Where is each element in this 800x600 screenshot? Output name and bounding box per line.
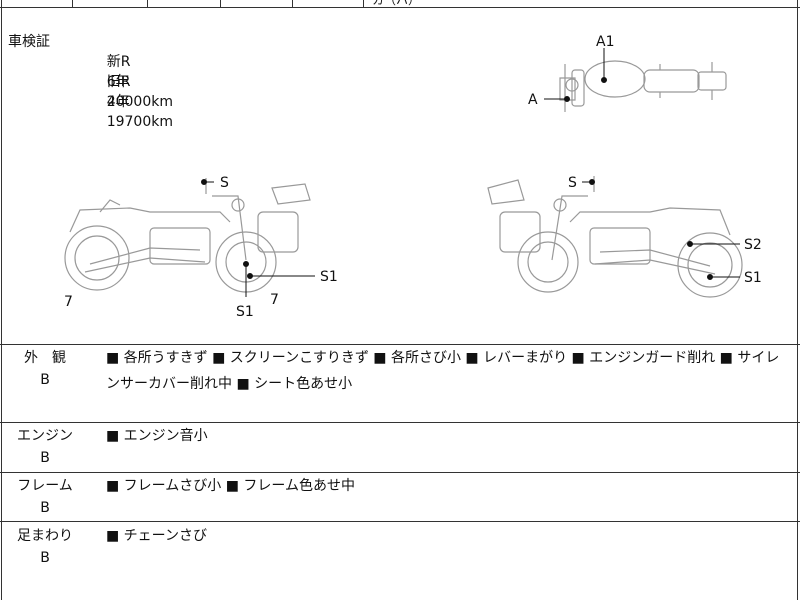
condition-grade: B [40,450,50,466]
condition-row-suspension: 足まわり B [10,525,80,569]
damage-diagram: A1 A S S1 S1 7 7 S S2 S1 [64,34,762,320]
marker-label-a1: A1 [596,34,614,50]
odometer-label: 車検証 [8,34,50,50]
odometer-new-years: 6年 [106,74,130,90]
marker-label-s1: S1 [744,270,762,286]
condition-notes: ■ チェーンさび [106,528,207,544]
condition-grade: B [40,500,50,516]
condition-row-frame: フレーム B [10,475,80,519]
row-divider [0,521,800,522]
condition-label: フレーム [17,478,73,494]
marker-label-s: S [568,175,577,191]
marker-label-s1: S1 [320,269,338,285]
motorcycle-right-side-view [487,176,743,298]
header-cell-divider [72,0,73,8]
condition-grade: B [40,372,50,388]
marker-label-7: 7 [64,294,73,310]
condition-notes: ■ エンジン音小 [106,428,208,444]
section-divider [0,344,800,345]
odometer-block: 車検証 新R 6年 20000km 旧R 4年 19700km [8,32,173,132]
row-divider [0,472,800,473]
condition-notes: ■ 各所うすきず ■ スクリーンこすりきず ■ 各所さび小 ■ レバーまがり ■… [106,350,780,392]
odometer-new-row: 新R 6年 20000km [80,32,173,132]
header-cell-divider [147,0,148,8]
header-cell-divider [292,0,293,8]
motorcycle-left-side-view [64,178,311,293]
odometer-new-tag: 新R [106,54,131,70]
condition-label: 外 観 [24,350,66,366]
condition-row-engine: エンジン B [10,425,80,469]
odometer-new-km: 20000km [106,94,173,110]
marker-label-a: A [528,92,538,108]
condition-label: エンジン [17,428,73,444]
condition-label: 足まわり [17,528,73,544]
marker-label-s2: S2 [744,237,762,253]
odometer-old-row: 旧R 4年 19700km [80,52,173,152]
condition-grade: B [40,550,50,566]
marker-label-s1: S1 [236,304,254,320]
condition-notes: ■ フレームさび小 ■ フレーム色あせ中 [106,478,355,494]
motorcycle-top-view [559,60,727,112]
odometer-old-km: 19700km [106,114,173,130]
header-cut-text: カ（ハ） [372,0,421,7]
header-divider [0,7,800,8]
row-divider [0,422,800,423]
condition-row-exterior: 外 観 B [10,347,80,391]
header-cell-divider [220,0,221,8]
odometer-old-years: 4年 [106,94,130,110]
odometer-old-tag: 旧R [106,74,131,90]
marker-label-7: 7 [270,292,279,308]
marker-label-s: S [220,175,229,191]
header-cell-divider [363,0,364,8]
